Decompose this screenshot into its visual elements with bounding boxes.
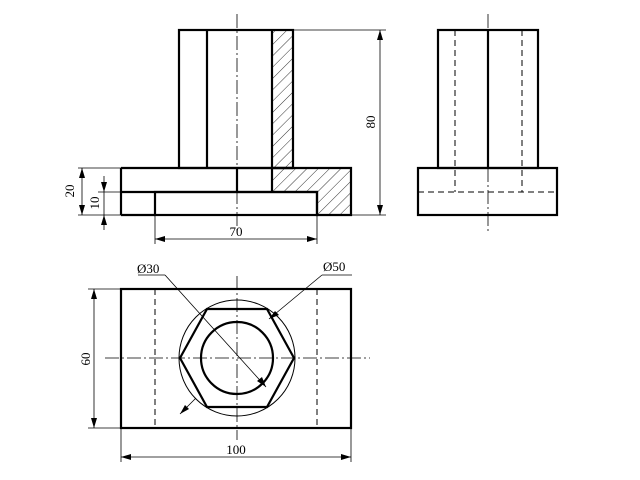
top-plate-outline xyxy=(119,287,353,430)
dim-step-10: 10 xyxy=(87,197,102,210)
section-hatch xyxy=(272,30,351,215)
dim-width-100: 100 xyxy=(226,442,246,457)
top-view xyxy=(105,276,370,440)
dim-height-60: 60 xyxy=(78,353,93,366)
top-dimensions: 60 100 Ø30 Ø50 xyxy=(78,259,352,462)
dim-step-20: 20 xyxy=(62,185,77,198)
front-dimensions: 80 20 10 70 xyxy=(62,29,386,244)
dim-width-70: 70 xyxy=(230,224,243,239)
front-base-outline xyxy=(153,190,319,217)
dim-hex-circle-diameter: Ø50 xyxy=(323,259,345,274)
side-view xyxy=(416,14,559,232)
front-view xyxy=(119,14,353,232)
dim-hole-diameter: Ø30 xyxy=(137,261,159,276)
dim-height-80: 80 xyxy=(363,116,378,129)
